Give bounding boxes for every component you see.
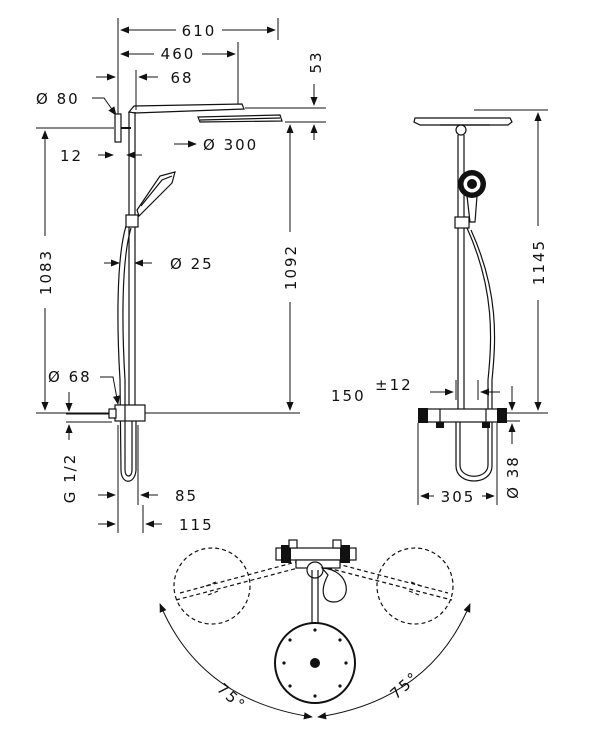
dim-150-tolerance: ±12: [375, 376, 413, 394]
slider: [125, 214, 139, 228]
dim-diameter-38: Ø 38: [504, 386, 522, 499]
dim-diameter-25-label: Ø 25: [170, 255, 214, 273]
dim-85: 85: [98, 425, 198, 505]
angle-left-label: 75°: [213, 680, 249, 715]
dim-diameter-300-label: Ø 300: [203, 136, 258, 154]
overhead-shower-front: [413, 117, 513, 126]
side-view: 610 460 68 53 Ø 80 Ø 300: [36, 18, 326, 534]
dim-150-label: 150: [331, 387, 366, 405]
angle-right-label: 75°: [387, 668, 423, 703]
dim-53-label: 53: [307, 50, 325, 73]
dim-68-top: 68: [96, 69, 193, 87]
dim-305: 305: [420, 488, 495, 506]
wall-bracket-top: [114, 113, 122, 143]
top-view: 75° 75°: [159, 539, 471, 720]
dim-1145: 1145: [530, 112, 548, 411]
dim-85-label: 85: [175, 487, 198, 505]
dim-diameter-80: Ø 80: [36, 90, 117, 116]
dim-1092: 1092: [282, 124, 300, 411]
dim-g-half-label: G 1/2: [61, 453, 79, 504]
dim-68-top-label: 68: [170, 69, 193, 87]
dim-g-half: G 1/2: [61, 392, 112, 503]
dim-diameter-300: Ø 300: [174, 136, 258, 154]
thermostat-front: [424, 408, 502, 423]
hose: [117, 225, 137, 482]
dim-53: 53: [307, 50, 325, 140]
dim-12: 12: [60, 147, 142, 165]
right-rotated-head: [376, 547, 454, 625]
dim-1083: 1083: [37, 130, 55, 411]
dim-115-label: 115: [179, 516, 214, 534]
hand-shower-top: [320, 567, 347, 603]
dim-diameter-68-label: Ø 68: [48, 368, 92, 386]
dim-diameter-25: Ø 25: [104, 255, 214, 273]
dim-1092-label: 1092: [282, 244, 300, 290]
dim-610-label: 610: [182, 22, 217, 40]
dim-460-label: 460: [161, 45, 196, 63]
hand-shower: [136, 171, 176, 218]
dim-diameter-68: Ø 68: [48, 368, 121, 405]
dim-1083-label: 1083: [37, 249, 55, 295]
dim-610: 610: [120, 22, 276, 40]
dim-115: 115: [98, 505, 214, 534]
dim-diameter-80-label: Ø 80: [36, 90, 80, 108]
shower-arm: [127, 103, 245, 114]
dim-150: 150 ±12: [331, 376, 500, 405]
thermostat-side: [114, 404, 146, 422]
dim-1145-label: 1145: [530, 239, 548, 285]
dim-460: 460: [120, 45, 236, 63]
left-rotated-head: [173, 547, 251, 625]
front-view: 1145 150 ±12 305 Ø 38: [331, 109, 548, 506]
shower-side-body: [108, 103, 283, 482]
dim-305-label: 305: [441, 488, 476, 506]
dim-diameter-38-label: Ø 38: [504, 455, 522, 499]
dim-12-label: 12: [60, 147, 83, 165]
